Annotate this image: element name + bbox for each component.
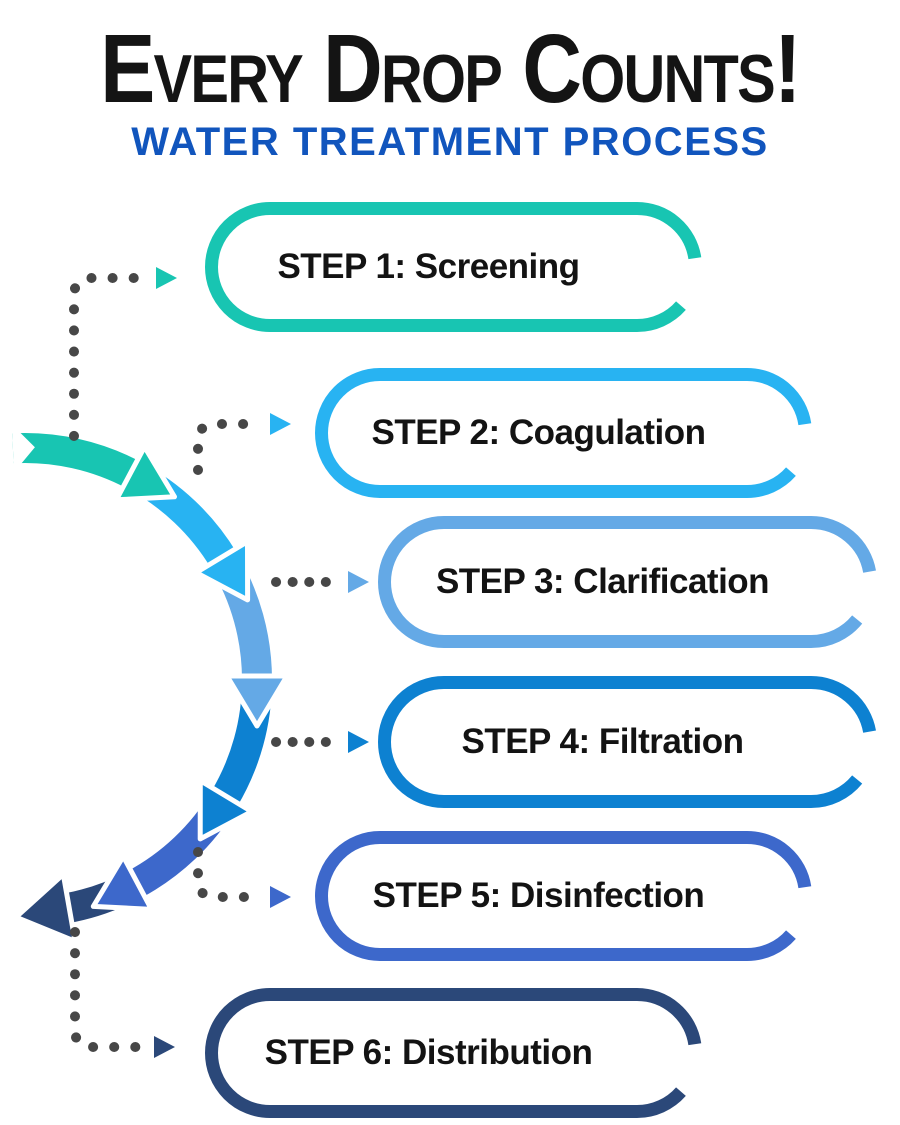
dotted-arrowhead-5	[270, 886, 291, 908]
step-pill-4	[378, 676, 877, 808]
dotted-connector-5	[193, 847, 267, 902]
step-label-4: STEP 4: Filtration	[461, 722, 744, 761]
step-pill-6	[205, 988, 702, 1118]
arc-arrowhead-6	[13, 871, 78, 944]
step-pill-5	[315, 831, 812, 961]
step-label-6: STEP 6: Distribution	[264, 1033, 593, 1072]
arc-arrowhead-1	[113, 444, 177, 503]
dotted-connectors	[69, 273, 345, 1052]
curved-cycle-arrow	[11, 424, 290, 944]
dotted-arrowhead-3	[348, 571, 369, 593]
step-pill-2	[315, 368, 812, 498]
dotted-arrowhead-6	[154, 1036, 175, 1058]
arc-arrowhead-5	[90, 853, 154, 912]
arc-segment-1	[12, 432, 141, 489]
step-label-2: STEP 2: Coagulation	[371, 413, 706, 452]
poster-subtitle: WATER TREATMENT PROCESS	[131, 120, 769, 164]
arc-arrowhead-3	[224, 673, 290, 729]
step-pill-3	[378, 516, 877, 648]
arc-tail-notch	[11, 424, 35, 473]
dotted-arrowhead-1	[156, 267, 177, 289]
dotted-arrowhead-4	[348, 731, 369, 753]
step-label-3: STEP 3: Clarification	[435, 562, 770, 601]
step-pills	[205, 202, 877, 1118]
arc-arrowhead-2	[193, 539, 251, 603]
dotted-connector-6	[70, 927, 153, 1052]
dotted-connector-1	[69, 273, 153, 441]
step-label-5: STEP 5: Disinfection	[372, 876, 705, 915]
dotted-arrowhead-2	[270, 413, 291, 435]
dotted-connector-2	[193, 419, 267, 475]
arc-arrowhead-4	[197, 778, 255, 842]
step-pill-1	[205, 202, 702, 332]
dotted-arrowheads	[154, 267, 369, 1058]
poster-title: Every Drop Counts!	[100, 14, 801, 123]
step-label-1: STEP 1: Screening	[277, 247, 580, 286]
